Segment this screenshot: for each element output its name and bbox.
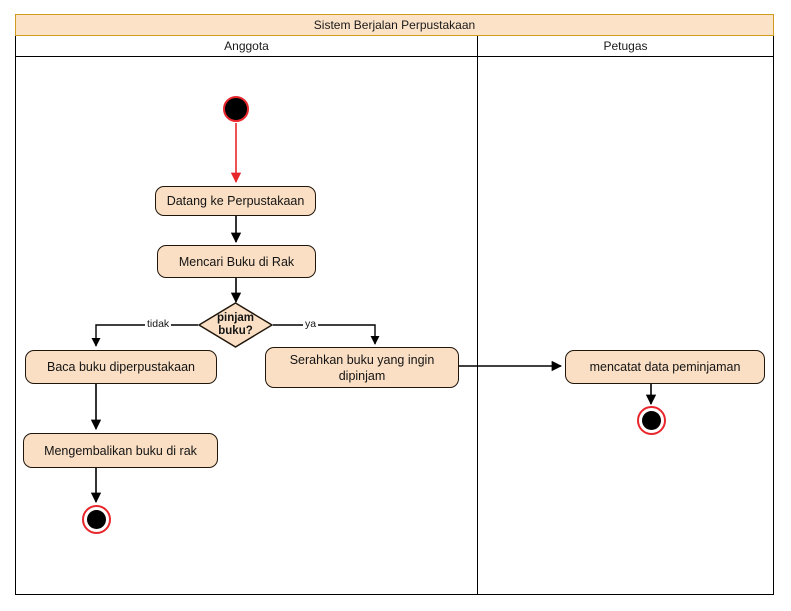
action-serahkan-buku-line1: Serahkan buku yang ingin: [289, 352, 435, 367]
decision-node-label: pinjam buku?: [217, 312, 254, 338]
diamond-shape-icon: [198, 302, 273, 348]
lane-header-anggota-label: Anggota: [224, 39, 269, 53]
edge-label-tidak: tidak: [145, 318, 172, 330]
decision-label-line2: buku?: [218, 325, 253, 337]
final-node-anggota-core: [87, 510, 106, 529]
initial-node-anggota[interactable]: [223, 96, 249, 122]
action-mencari-buku-di-rak-label: Mencari Buku di Rak: [178, 254, 295, 269]
action-mencari-buku-di-rak[interactable]: Mencari Buku di Rak: [157, 245, 316, 278]
action-baca-buku-diperpustakaan-label: Baca buku diperpustakaan: [46, 360, 196, 374]
final-node-petugas[interactable]: [637, 406, 666, 435]
action-mencatat-data-peminjaman[interactable]: mencatat data peminjaman: [565, 350, 765, 384]
action-serahkan-buku-label: Serahkan buku yang ingin dipinjam: [290, 352, 435, 384]
action-mengembalikan-buku-di-rak[interactable]: Mengembalikan buku di rak: [23, 433, 218, 468]
lane-header-row: Anggota Petugas: [15, 36, 774, 57]
action-serahkan-buku-yang-ingin-dipinjam[interactable]: Serahkan buku yang ingin dipinjam: [265, 347, 459, 388]
edge-label-ya: ya: [303, 318, 319, 330]
swimlane-frame: Sistem Berjalan Perpustakaan Anggota Pet…: [15, 14, 774, 595]
action-datang-ke-perpustakaan-label: Datang ke Perpustakaan: [166, 194, 305, 208]
action-serahkan-buku-line2: dipinjam: [338, 368, 386, 383]
lane-body-anggota: [16, 57, 478, 594]
decision-node-pinjam-buku[interactable]: pinjam buku?: [198, 302, 273, 348]
decision-label-line1: pinjam: [216, 312, 255, 324]
action-datang-ke-perpustakaan[interactable]: Datang ke Perpustakaan: [155, 186, 316, 216]
action-mencatat-data-peminjaman-label: mencatat data peminjaman: [589, 360, 741, 374]
final-node-petugas-core: [642, 411, 661, 430]
action-baca-buku-diperpustakaan[interactable]: Baca buku diperpustakaan: [25, 350, 217, 384]
lane-header-petugas: Petugas: [478, 36, 773, 56]
diagram-title: Sistem Berjalan Perpustakaan: [313, 18, 476, 32]
action-mengembalikan-buku-di-rak-label: Mengembalikan buku di rak: [44, 443, 197, 458]
lane-header-anggota: Anggota: [16, 36, 478, 56]
final-node-anggota[interactable]: [82, 505, 111, 534]
lane-header-petugas-label: Petugas: [603, 39, 648, 53]
diagram-title-bar: Sistem Berjalan Perpustakaan: [15, 14, 774, 36]
